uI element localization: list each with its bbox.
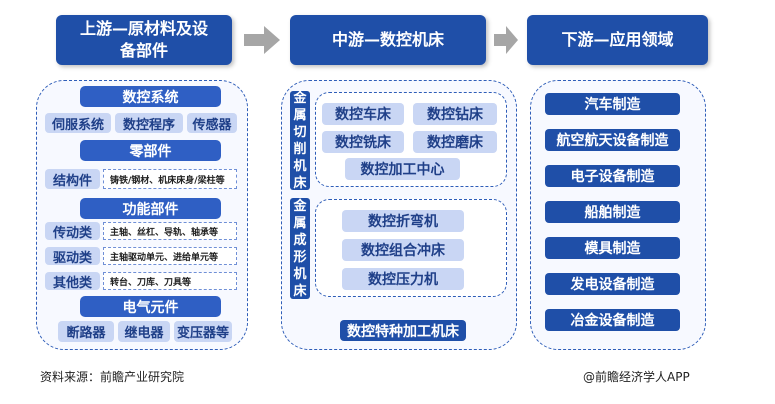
cnc-system-title: 数控系统 (80, 86, 221, 107)
downstream-item-electronics: 电子设备制造 (545, 165, 680, 187)
cnc-drill-pill: 数控钻床 (413, 103, 497, 125)
label-char: 机 (293, 266, 307, 282)
label-char: 属 (293, 215, 307, 231)
metal-cutting-label: 金 属 切 削 机 床 (290, 90, 310, 191)
downstream-header: 下游—应用领域 (527, 15, 708, 65)
label-char: 床 (293, 175, 307, 191)
cnc-program-pill: 数控程序 (115, 113, 183, 133)
source-note: 资料来源：前瞻产业研究院 (40, 370, 185, 384)
cnc-machining-center-pill: 数控加工中心 (345, 158, 460, 180)
transformer-pill: 变压器等 (174, 321, 232, 342)
cnc-combo-punch-pill: 数控组合冲床 (342, 239, 464, 261)
special-machining-tool: 数控特种加工机床 (340, 320, 466, 341)
cnc-milling-pill: 数控铣床 (322, 131, 404, 153)
cnc-lathe-pill: 数控车床 (322, 103, 404, 125)
arrow-right-icon (494, 26, 518, 54)
arrow-right-icon (244, 26, 280, 54)
metal-forming-label: 金 属 成 形 机 床 (290, 198, 310, 299)
downstream-item-mold: 模具制造 (545, 237, 680, 259)
label-char: 机 (293, 158, 307, 174)
electrical-title: 电气元件 (80, 296, 221, 317)
downstream-item-metallurgy: 冶金设备制造 (545, 309, 680, 331)
downstream-item-aerospace: 航空航天设备制造 (545, 129, 680, 151)
label-char: 金 (293, 90, 307, 106)
label-char: 金 (293, 198, 307, 214)
breaker-pill: 断路器 (58, 321, 114, 342)
upstream-header: 上游—原材料及设备部件 (56, 15, 232, 65)
sensor-pill: 传感器 (187, 113, 237, 133)
label-char: 削 (293, 141, 307, 157)
other-detail: 转台、刀库、刀具等 (103, 272, 237, 290)
label-char: 切 (293, 124, 307, 140)
cnc-bending-pill: 数控折弯机 (342, 210, 464, 232)
structural-parts-label: 结构件 (45, 169, 100, 189)
drive-detail: 主轴驱动单元、进给单元等 (103, 247, 237, 265)
label-char: 成 (293, 232, 307, 248)
transmission-label: 传动类 (45, 222, 100, 241)
relay-pill: 继电器 (118, 321, 170, 342)
midstream-header: 中游—数控机床 (290, 15, 486, 65)
cnc-press-pill: 数控压力机 (342, 268, 464, 290)
other-label: 其他类 (45, 272, 100, 291)
label-char: 床 (293, 283, 307, 299)
parts-title: 零部件 (80, 140, 221, 161)
downstream-item-auto: 汽车制造 (545, 93, 680, 115)
brand-credit: @前瞻经济学人APP (583, 370, 690, 384)
functional-parts-title: 功能部件 (80, 198, 221, 219)
transmission-detail: 主轴、丝杠、导轨、轴承等 (103, 222, 237, 240)
servo-system-pill: 伺服系统 (45, 113, 111, 133)
downstream-item-power: 发电设备制造 (545, 273, 680, 295)
cnc-grinder-pill: 数控磨床 (413, 131, 497, 153)
structural-parts-detail: 铸铁/钢材、机床床身/梁柱等 (103, 169, 237, 189)
drive-label: 驱动类 (45, 247, 100, 266)
label-char: 属 (293, 107, 307, 123)
downstream-item-ship: 船舶制造 (545, 201, 680, 223)
label-char: 形 (293, 249, 307, 265)
